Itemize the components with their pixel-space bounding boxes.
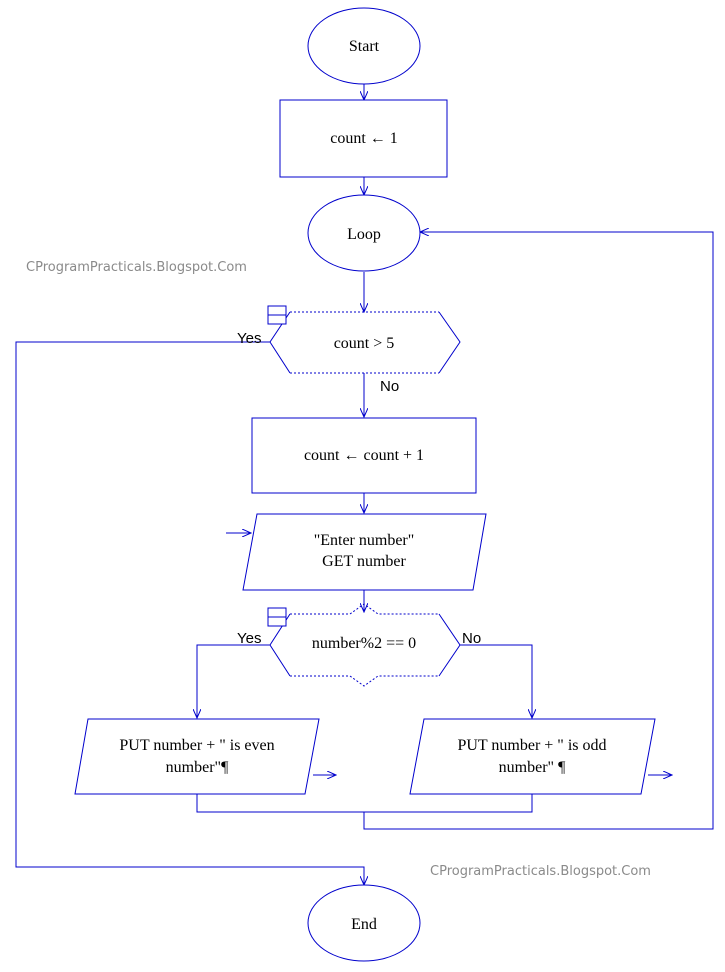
connectors bbox=[15, 84, 714, 885]
init-label: count ← 1 bbox=[330, 130, 398, 147]
even-yes-label: Yes bbox=[237, 630, 261, 647]
even-no-label: No bbox=[462, 630, 481, 647]
end-terminal bbox=[307, 884, 421, 962]
increment-process bbox=[251, 417, 477, 494]
even-decision-label: number%2 == 0 bbox=[312, 635, 416, 652]
even-decision-collapse-icon[interactable] bbox=[267, 607, 287, 627]
odd-output-io bbox=[409, 718, 656, 795]
even-output-line2: number"¶ bbox=[166, 759, 229, 776]
connector-condition-yes-to-end bbox=[15, 341, 364, 885]
count-decision-collapse-icon[interactable] bbox=[267, 305, 287, 325]
init-process bbox=[279, 99, 448, 178]
watermark-bottom: CProgramPracticals.Blogspot.Com bbox=[430, 864, 651, 879]
start-terminal bbox=[307, 7, 421, 85]
start-label: Start bbox=[349, 38, 380, 55]
even-output-io bbox=[74, 718, 320, 795]
even-output-line1: PUT number + " is even bbox=[119, 737, 274, 754]
increment-label: count ← count + 1 bbox=[304, 447, 424, 464]
even-decision bbox=[269, 603, 461, 687]
input-label-line1: "Enter number" bbox=[314, 532, 415, 549]
connector-even-merge bbox=[196, 794, 533, 813]
count-decision-label: count > 5 bbox=[334, 335, 395, 352]
loop-label: Loop bbox=[347, 226, 381, 243]
count-yes-label: Yes bbox=[237, 330, 261, 347]
connector-even-yes-branch bbox=[197, 644, 270, 718]
input-label-line2: GET number bbox=[322, 553, 406, 570]
end-label: End bbox=[351, 916, 377, 933]
count-no-label: No bbox=[380, 378, 399, 395]
connector-loop-back bbox=[363, 232, 714, 830]
loop-connector bbox=[307, 194, 421, 272]
connector-even-no-branch bbox=[460, 644, 532, 718]
odd-output-line2: number" ¶ bbox=[499, 759, 566, 776]
watermark-top: CProgramPracticals.Blogspot.Com bbox=[26, 260, 247, 275]
input-io bbox=[242, 513, 487, 591]
odd-output-line1: PUT number + " is odd bbox=[457, 737, 606, 754]
